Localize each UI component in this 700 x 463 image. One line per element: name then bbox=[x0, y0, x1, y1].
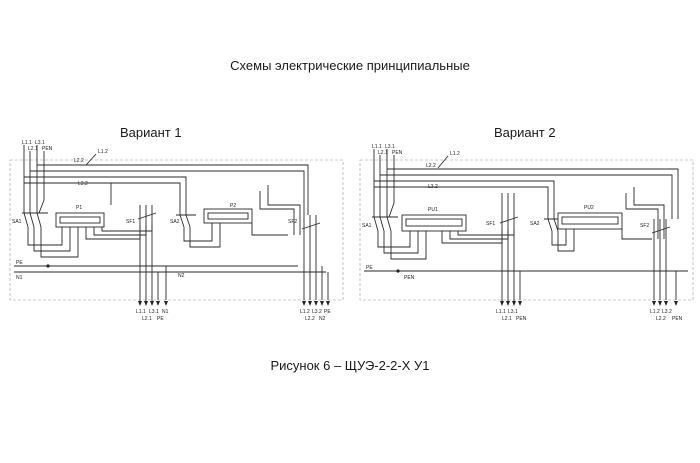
out-label: L3.1 bbox=[508, 309, 518, 315]
side-label: N2 bbox=[178, 273, 185, 279]
top-label: L1.1 bbox=[372, 144, 382, 150]
breaker-sf1: SF1 bbox=[486, 193, 519, 229]
bus-label: L2.2 bbox=[74, 158, 84, 164]
side-label: PEN bbox=[404, 275, 415, 281]
enclosure-frame bbox=[9, 159, 344, 301]
breaker-sf1: SF1 bbox=[126, 205, 157, 225]
switch-sa1: SA1 bbox=[362, 216, 398, 232]
pu2-wiring bbox=[551, 187, 665, 252]
bus-label: L3.2 bbox=[78, 181, 88, 187]
device-label: SF2 bbox=[640, 223, 649, 229]
device-label: SF2 bbox=[288, 219, 297, 225]
out-label: L3.2 bbox=[312, 309, 322, 315]
pe-pen-buses: PE PEN bbox=[364, 265, 688, 300]
breaker-sf2: SF2 bbox=[640, 219, 671, 300]
outgoing-lines-1: L1.1 L3.1 N1 L2.1 PE bbox=[136, 225, 169, 322]
out-label: L1.1 bbox=[496, 309, 506, 315]
out-label: L2.1 bbox=[142, 316, 152, 322]
side-label: PE bbox=[16, 260, 23, 266]
device-label: SF1 bbox=[126, 219, 135, 225]
variant-2-label: Вариант 2 bbox=[494, 125, 556, 140]
out-label: L1.2 bbox=[650, 309, 660, 315]
figure-caption: Рисунок 6 – ЩУЭ-2-2-Х У1 bbox=[270, 358, 430, 373]
pe-n-buses: PE N1 N2 bbox=[14, 260, 329, 300]
busbars bbox=[24, 164, 309, 215]
meter-p2: P2 bbox=[203, 203, 253, 224]
meter-p1: P1 bbox=[55, 205, 105, 228]
top-label: PEN bbox=[392, 150, 403, 156]
out-label: PEN bbox=[672, 316, 683, 322]
top-label: L2.1 bbox=[378, 150, 388, 156]
p1-wiring bbox=[27, 225, 153, 258]
top-label: L2.1 bbox=[28, 146, 38, 152]
meter-pu2: PU2 bbox=[557, 205, 623, 230]
schematic-variant-1: L1.1 L2.1 L3.1 PEN L1.2 L2.2 L3.2 SA1 P1 bbox=[9, 140, 344, 322]
out-label: L1.1 bbox=[136, 309, 146, 315]
out-label: PE bbox=[324, 309, 331, 315]
out-label: L3.2 bbox=[662, 309, 672, 315]
busbars bbox=[374, 168, 679, 219]
variant-1-label: Вариант 1 bbox=[120, 125, 182, 140]
meter-pu1: PU1 bbox=[401, 207, 467, 232]
device-label: P2 bbox=[230, 203, 236, 209]
breaker-sf2: SF2 bbox=[288, 215, 321, 300]
bus-label: L1.2 bbox=[450, 151, 460, 157]
top-label: L3.1 bbox=[35, 140, 45, 146]
out-label: PEN bbox=[516, 316, 527, 322]
outgoing-lines-2: L1.2 L3.2 PE L2.2 N2 bbox=[300, 301, 331, 322]
outgoing-lines-2: L1.2 L3.2 L2.2 PEN bbox=[650, 301, 683, 322]
top-label: PEN bbox=[42, 146, 53, 152]
diagram-title: Схемы электрические принципиальные bbox=[230, 58, 470, 73]
switch-sa1: SA1 bbox=[12, 212, 48, 228]
bus-label: L2.2 bbox=[426, 163, 436, 169]
out-label: N2 bbox=[319, 316, 326, 322]
out-label: L2.2 bbox=[656, 316, 666, 322]
outgoing-lines-1: L1.1 L3.1 L2.1 PEN bbox=[496, 229, 527, 322]
switch-sa2: SA2 bbox=[170, 214, 196, 228]
out-label: N1 bbox=[162, 309, 169, 315]
top-label: L1.1 bbox=[22, 140, 32, 146]
leader-line bbox=[85, 153, 97, 166]
incoming-feeders bbox=[373, 149, 395, 218]
device-label: PU2 bbox=[584, 205, 594, 211]
side-label: N1 bbox=[16, 275, 23, 281]
out-label: L2.1 bbox=[502, 316, 512, 322]
top-label: L3.1 bbox=[385, 144, 395, 150]
device-label: SA1 bbox=[12, 219, 22, 225]
device-label: PU1 bbox=[428, 207, 438, 213]
device-label: SF1 bbox=[486, 221, 495, 227]
incoming-feeders bbox=[23, 145, 45, 214]
device-label: P1 bbox=[76, 205, 82, 211]
out-label: PE bbox=[157, 316, 164, 322]
p2-wiring bbox=[183, 185, 301, 248]
leader-line bbox=[437, 155, 449, 169]
out-label: L1.2 bbox=[300, 309, 310, 315]
out-label: L3.1 bbox=[149, 309, 159, 315]
device-label: SA2 bbox=[170, 219, 180, 225]
device-label: SA1 bbox=[362, 223, 372, 229]
pu1-wiring bbox=[377, 229, 515, 260]
schematic-variant-2: L1.1 L2.1 L3.1 PEN L1.2 L2.2 L3.2 SA1 PU… bbox=[359, 144, 694, 322]
bus-label: L1.2 bbox=[98, 149, 108, 155]
side-label: PE bbox=[366, 265, 373, 271]
device-label: SA2 bbox=[530, 221, 540, 227]
enclosure-frame bbox=[359, 159, 694, 301]
out-label: L2.2 bbox=[305, 316, 315, 322]
